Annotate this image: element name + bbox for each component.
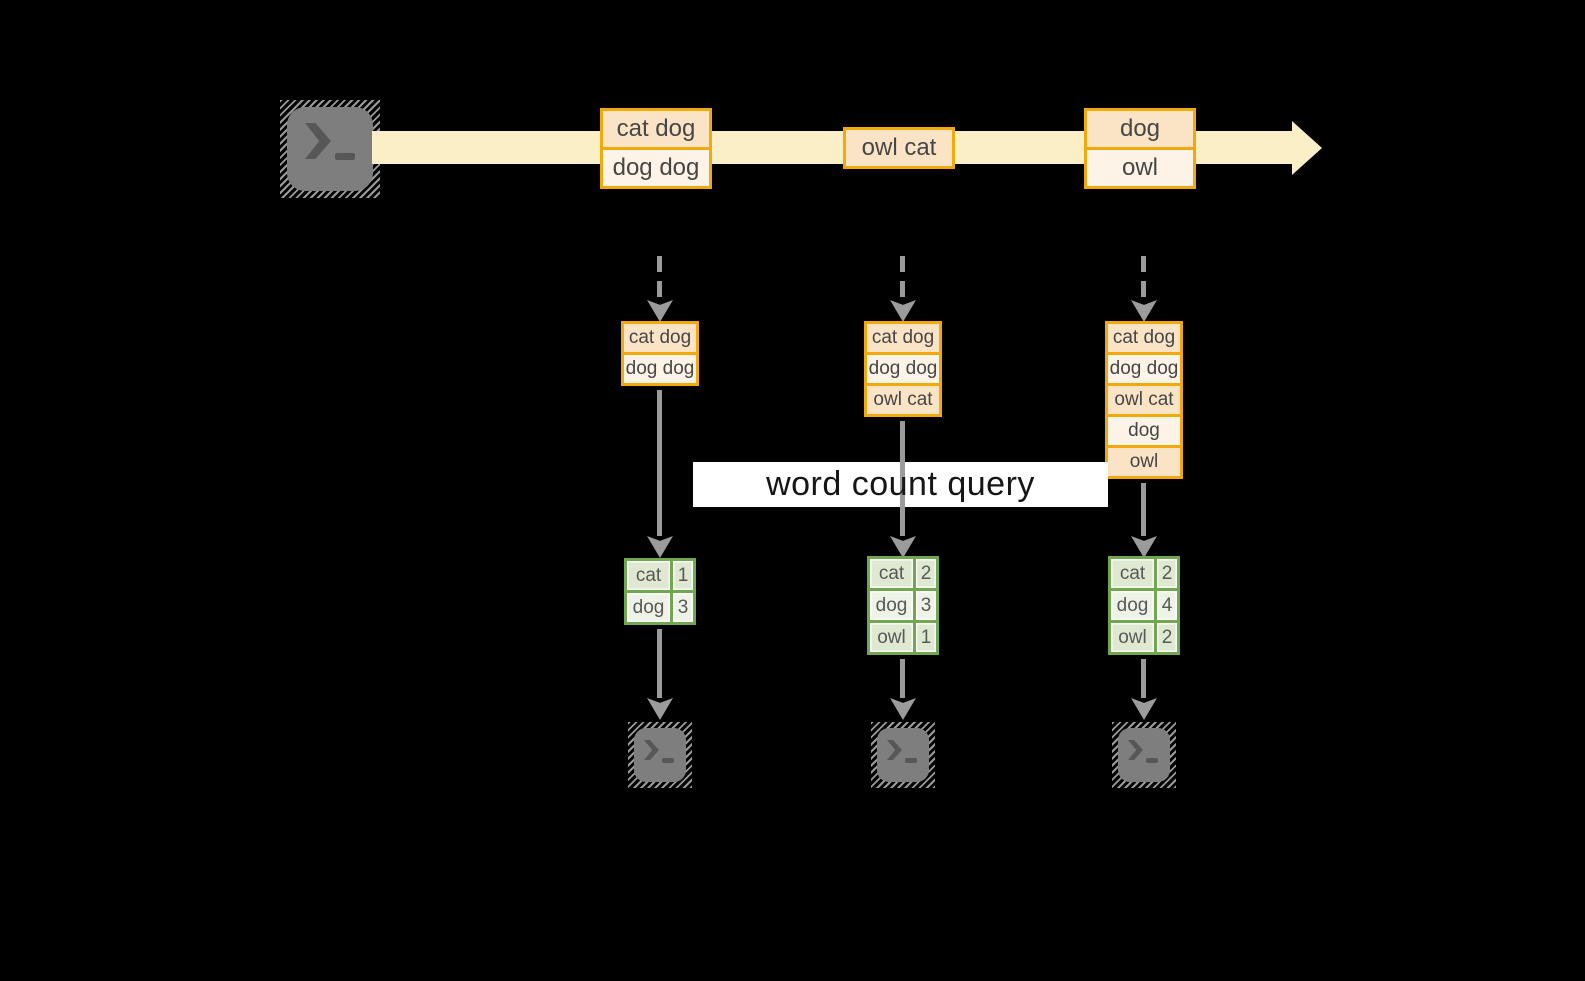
stream-event-row: owl cat [846, 130, 952, 166]
count-word-cell: owl [870, 623, 913, 652]
log-row: cat dog [1108, 324, 1180, 352]
terminal-cursor-icon [662, 758, 674, 763]
arrowhead-icon [890, 698, 916, 720]
event-log-box: cat dog dog dog owl cat dog owl [1105, 321, 1183, 479]
count-value-cell: 2 [1157, 623, 1177, 652]
arrowhead-icon [647, 300, 673, 322]
log-row: dog dog [1108, 352, 1180, 383]
count-word-cell: dog [627, 593, 670, 622]
count-value-cell: 2 [1157, 559, 1177, 588]
query-arrow [900, 421, 905, 536]
log-row: owl cat [867, 383, 939, 414]
arrowhead-icon [1131, 300, 1157, 322]
log-row: owl [1108, 445, 1180, 476]
count-value-cell: 2 [916, 559, 936, 588]
ingest-arrow [900, 256, 905, 302]
arrowhead-icon [1131, 536, 1157, 558]
terminal-prompt-icon [887, 740, 902, 760]
sink-terminal-icon [871, 722, 935, 788]
event-log-box: cat dog dog dog [621, 321, 699, 386]
sink-terminal-icon [628, 722, 692, 788]
terminal-cursor-icon [335, 153, 355, 160]
arrowhead-icon [647, 536, 673, 558]
query-arrow [657, 390, 662, 536]
count-value-cell: 3 [673, 593, 693, 622]
terminal-prompt-icon [644, 740, 659, 760]
sink-terminal-icon [1112, 722, 1176, 788]
terminal-window [877, 728, 929, 782]
ingest-arrow [657, 256, 662, 302]
count-value-cell: 4 [1157, 591, 1177, 620]
count-word-cell: owl [1111, 623, 1154, 652]
stream-event-box: owl cat [843, 127, 955, 169]
arrowhead-icon [1131, 698, 1157, 720]
count-word-cell: cat [870, 559, 913, 588]
terminal-window [287, 107, 373, 191]
stream-event-row: cat dog [603, 111, 709, 147]
log-row: dog dog [867, 352, 939, 383]
terminal-window [1118, 728, 1170, 782]
stream-event-box: dog owl [1084, 108, 1196, 189]
terminal-prompt-icon [1128, 740, 1143, 760]
count-word-cell: cat [627, 561, 670, 590]
ingest-arrow [1141, 256, 1146, 302]
query-label: word count query [766, 465, 1035, 503]
terminal-window [634, 728, 686, 782]
arrowhead-icon [890, 300, 916, 322]
count-word-cell: dog [870, 591, 913, 620]
log-row: dog [1108, 414, 1180, 445]
terminal-prompt-icon [305, 123, 331, 159]
count-value-cell: 1 [673, 561, 693, 590]
count-value-cell: 3 [916, 591, 936, 620]
log-row: cat dog [624, 324, 696, 352]
stream-event-box: cat dog dog dog [600, 108, 712, 189]
stream-event-row: owl [1087, 147, 1193, 186]
arrowhead-icon [647, 698, 673, 720]
output-arrow [657, 629, 662, 698]
log-row: owl cat [1108, 383, 1180, 414]
event-log-box: cat dog dog dog owl cat [864, 321, 942, 417]
output-arrow [900, 659, 905, 698]
count-word-cell: cat [1111, 559, 1154, 588]
count-table: cat 2 dog 3 owl 1 [867, 556, 939, 655]
stream-event-row: dog dog [603, 147, 709, 186]
source-terminal-icon [280, 100, 380, 198]
count-table: cat 2 dog 4 owl 2 [1108, 556, 1180, 655]
arrowhead-icon [890, 536, 916, 558]
query-arrow [1141, 483, 1146, 536]
stream-event-row: dog [1087, 111, 1193, 147]
count-table: cat 1 dog 3 [624, 558, 696, 625]
terminal-cursor-icon [1146, 758, 1158, 763]
log-row: cat dog [867, 324, 939, 352]
output-arrow [1141, 659, 1146, 698]
terminal-cursor-icon [905, 758, 917, 763]
count-word-cell: dog [1111, 591, 1154, 620]
count-value-cell: 1 [916, 623, 936, 652]
log-row: dog dog [624, 352, 696, 383]
stream-arrowhead-icon [1292, 121, 1322, 175]
